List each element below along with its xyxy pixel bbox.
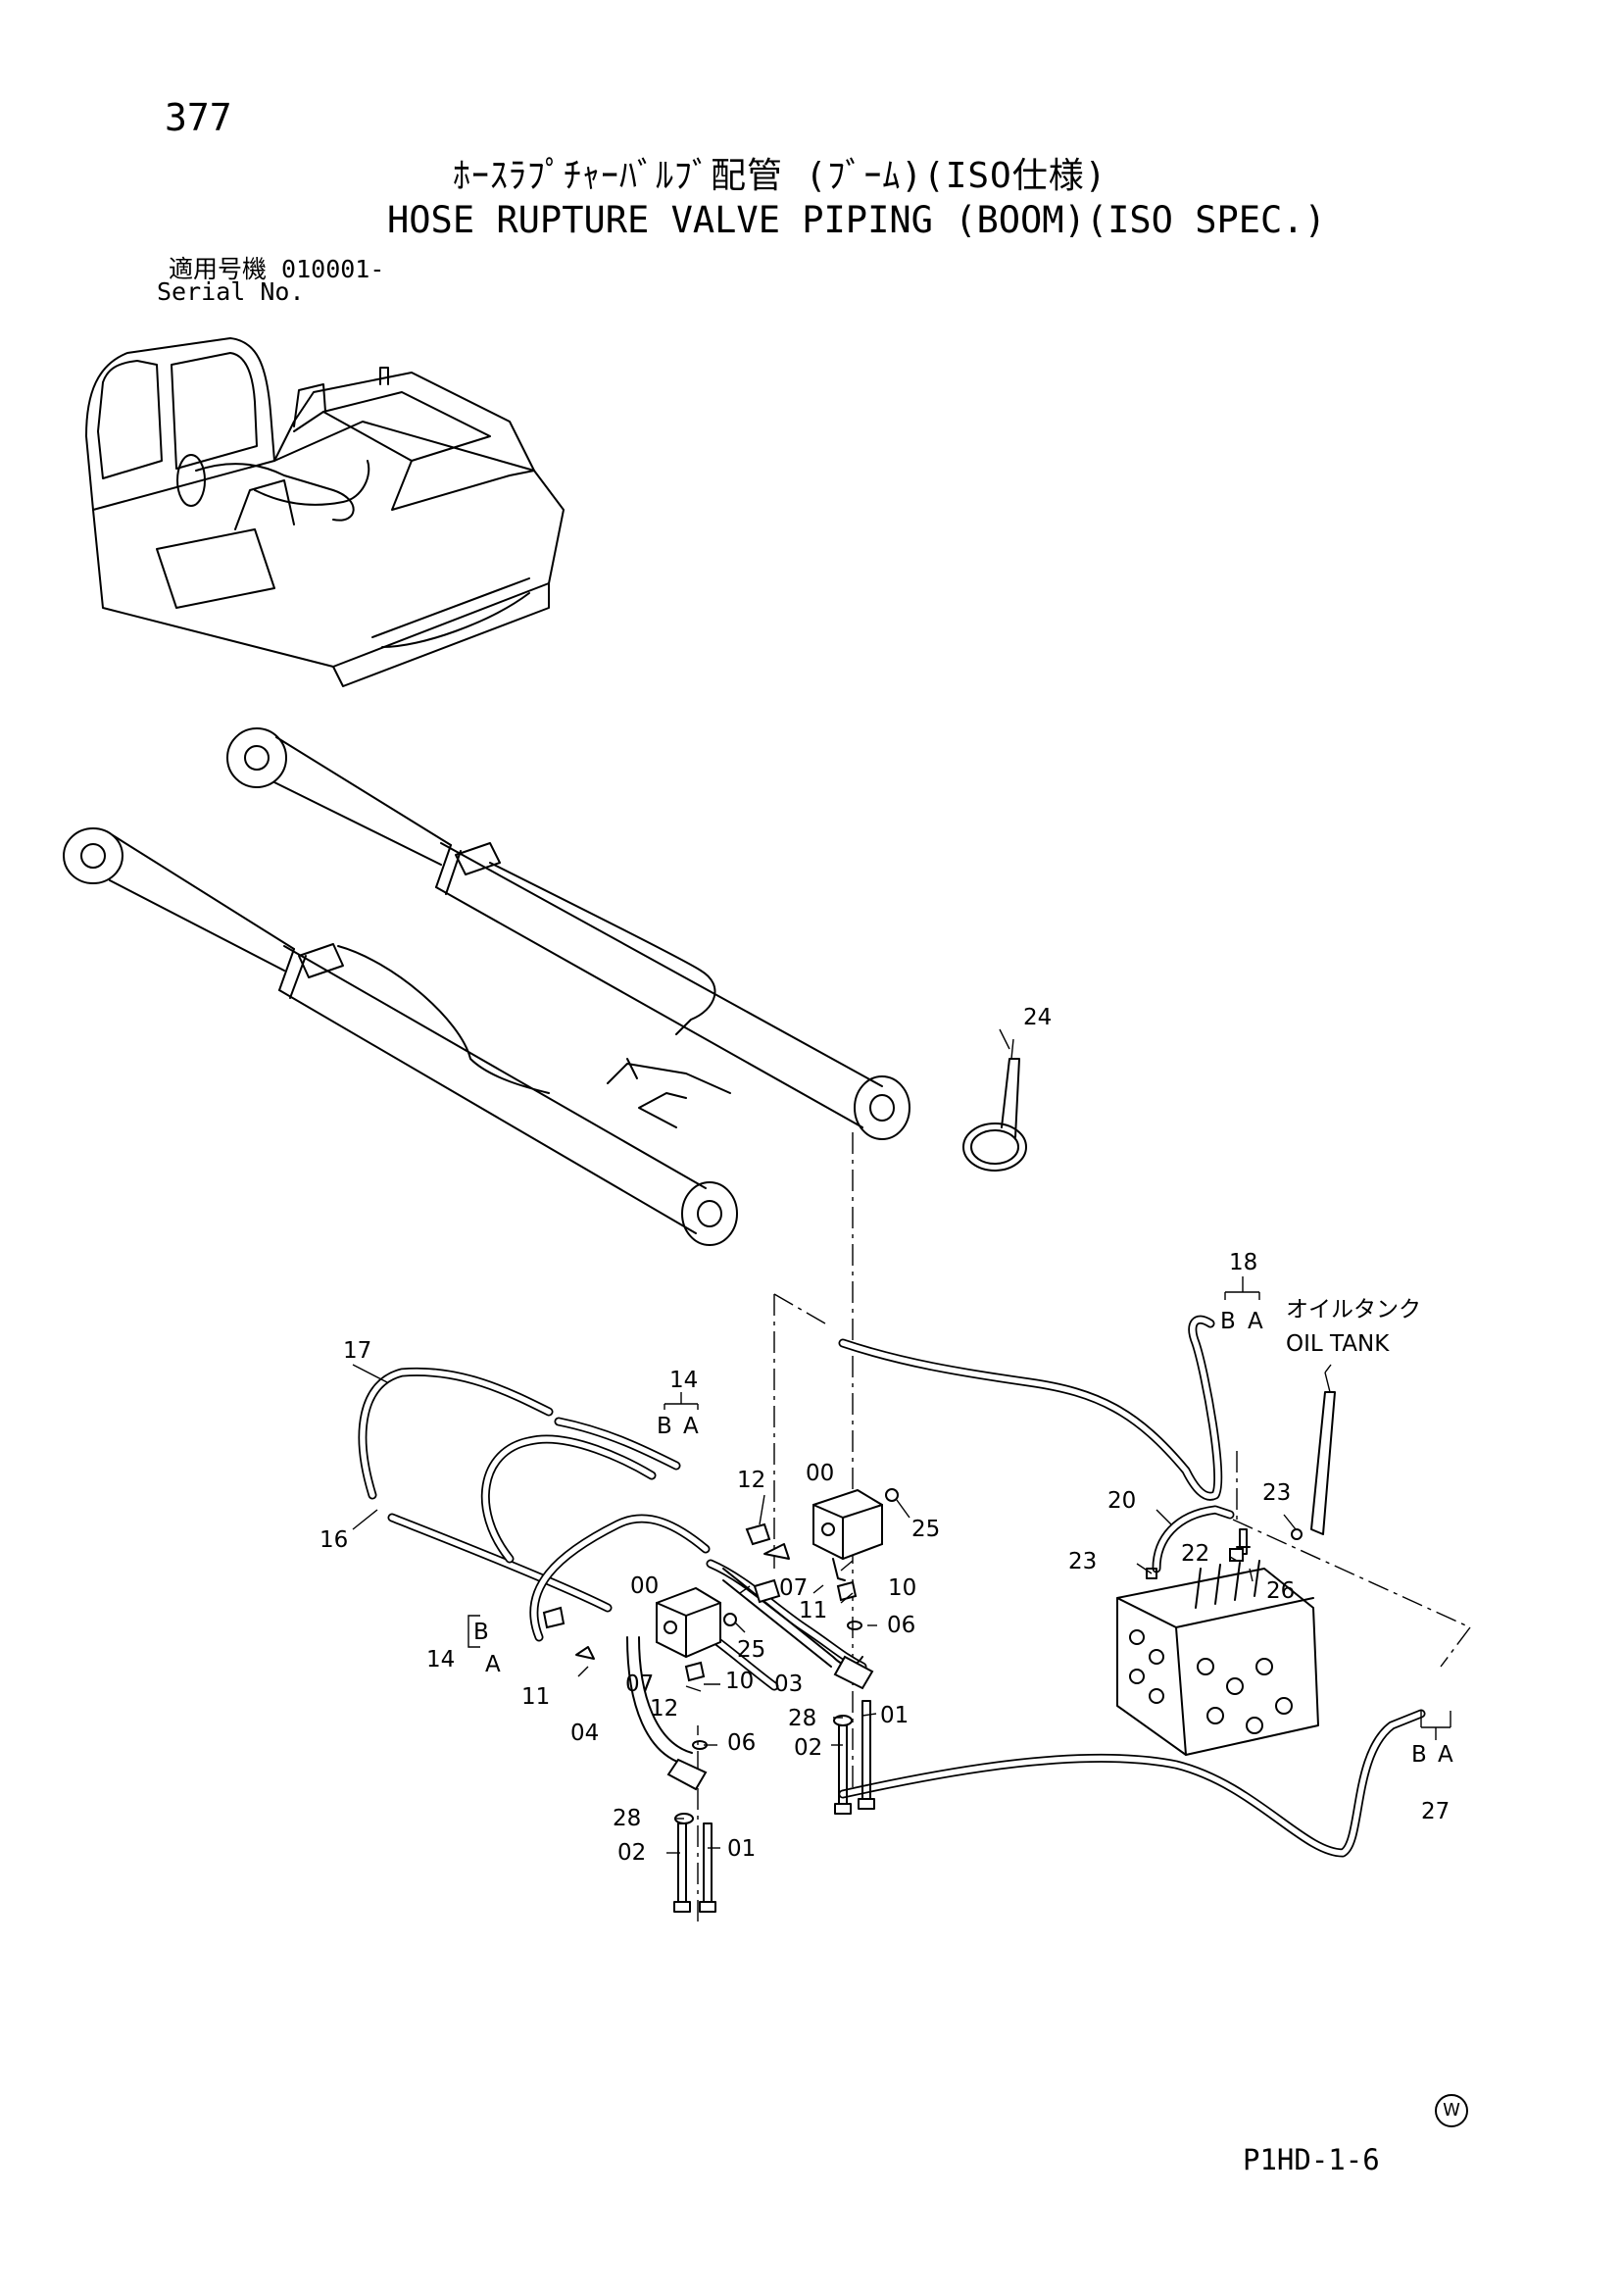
- oil-tank-bracket: [1291, 1372, 1336, 1540]
- footer-page-code: P1HD-1-6: [1243, 2143, 1380, 2176]
- callout-02: 02: [617, 1840, 646, 1866]
- callout-17: 17: [343, 1338, 371, 1364]
- hose-rupture-valve-upper: [763, 1488, 899, 1581]
- callout-01: 01: [727, 1836, 756, 1862]
- boom-cylinder-pipes: [337, 862, 731, 1128]
- page-title-english: HOSE RUPTURE VALVE PIPING (BOOM)(ISO SPE…: [387, 199, 1326, 241]
- callout-07: 07: [625, 1672, 654, 1697]
- port-label-a: A: [1248, 1309, 1263, 1334]
- callout-01: 01: [880, 1703, 909, 1728]
- oil-tank-label-jp: オイルタンク: [1286, 1297, 1421, 1323]
- callout-07: 07: [779, 1575, 808, 1601]
- callout-25: 25: [911, 1517, 940, 1542]
- callout-22: 22: [1181, 1541, 1209, 1567]
- port-label-b: B: [473, 1620, 489, 1645]
- serial-label-japanese: 適用号機 010001-: [169, 255, 385, 283]
- page-number: 377: [165, 96, 232, 139]
- callout-11: 11: [799, 1598, 827, 1623]
- callout-leader-lines: [352, 1028, 1451, 1854]
- callout-28: 28: [613, 1806, 641, 1831]
- callout-28: 28: [788, 1706, 816, 1731]
- port-label-b: B: [657, 1414, 672, 1439]
- callout-26: 26: [1266, 1578, 1295, 1604]
- callout-06: 06: [887, 1613, 915, 1638]
- callout-16: 16: [320, 1527, 348, 1553]
- page-title-japanese: ﾎｰｽﾗﾌﾟﾁｬｰﾊﾞﾙﾌﾞ配管 (ﾌﾞｰﾑ)(ISO仕様): [453, 156, 1107, 196]
- callout-12: 12: [737, 1468, 765, 1493]
- clamp-part-24: [962, 1038, 1027, 1172]
- callout-14: 14: [669, 1368, 698, 1393]
- callout-25: 25: [737, 1637, 765, 1663]
- callout-24: 24: [1023, 1005, 1052, 1030]
- bolts-and-washers-lower: [673, 1740, 716, 1913]
- port-label-b: B: [1411, 1742, 1427, 1768]
- callout-03: 03: [774, 1672, 803, 1697]
- watermark-w-symbol: W: [1435, 2094, 1468, 2127]
- excavator-overview-drawing: [85, 337, 565, 687]
- callout-23: 23: [1262, 1480, 1291, 1506]
- callout-14: 14: [426, 1647, 455, 1672]
- callout-labels: 24 18 B A 17 14 B A 00 12 25 16 20 23 23…: [320, 1005, 1453, 1866]
- hose-rupture-valve-lower: [575, 1586, 737, 1660]
- port-label-a: A: [485, 1652, 501, 1677]
- callout-18: 18: [1229, 1250, 1257, 1275]
- callout-23: 23: [1068, 1549, 1097, 1574]
- callout-10: 10: [888, 1575, 916, 1601]
- callout-11: 11: [521, 1684, 550, 1710]
- callout-00: 00: [806, 1461, 834, 1486]
- bolts-and-washers-upper: [833, 1621, 875, 1815]
- oil-tank-label-en: OIL TANK: [1286, 1331, 1390, 1357]
- callout-00: 00: [630, 1573, 659, 1599]
- callout-02: 02: [794, 1735, 822, 1761]
- serial-label-english: Serial No.: [157, 277, 305, 306]
- boom-cylinder-lower: [63, 827, 738, 1246]
- callout-12: 12: [650, 1696, 678, 1722]
- callout-06: 06: [727, 1730, 756, 1756]
- port-label-a: A: [1438, 1742, 1453, 1768]
- port-label-b: B: [1220, 1309, 1236, 1334]
- callout-10: 10: [725, 1669, 754, 1694]
- control-valve-block: [1116, 1528, 1319, 1756]
- port-label-a: A: [683, 1414, 699, 1439]
- boom-cylinder-upper: [226, 727, 910, 1140]
- callout-04: 04: [570, 1721, 599, 1746]
- pipe-parts-03-04: [626, 1568, 874, 1791]
- hose-lines: [358, 1315, 1426, 1858]
- fittings: [542, 1522, 1244, 1682]
- callout-27: 27: [1421, 1799, 1450, 1824]
- callout-20: 20: [1107, 1488, 1136, 1514]
